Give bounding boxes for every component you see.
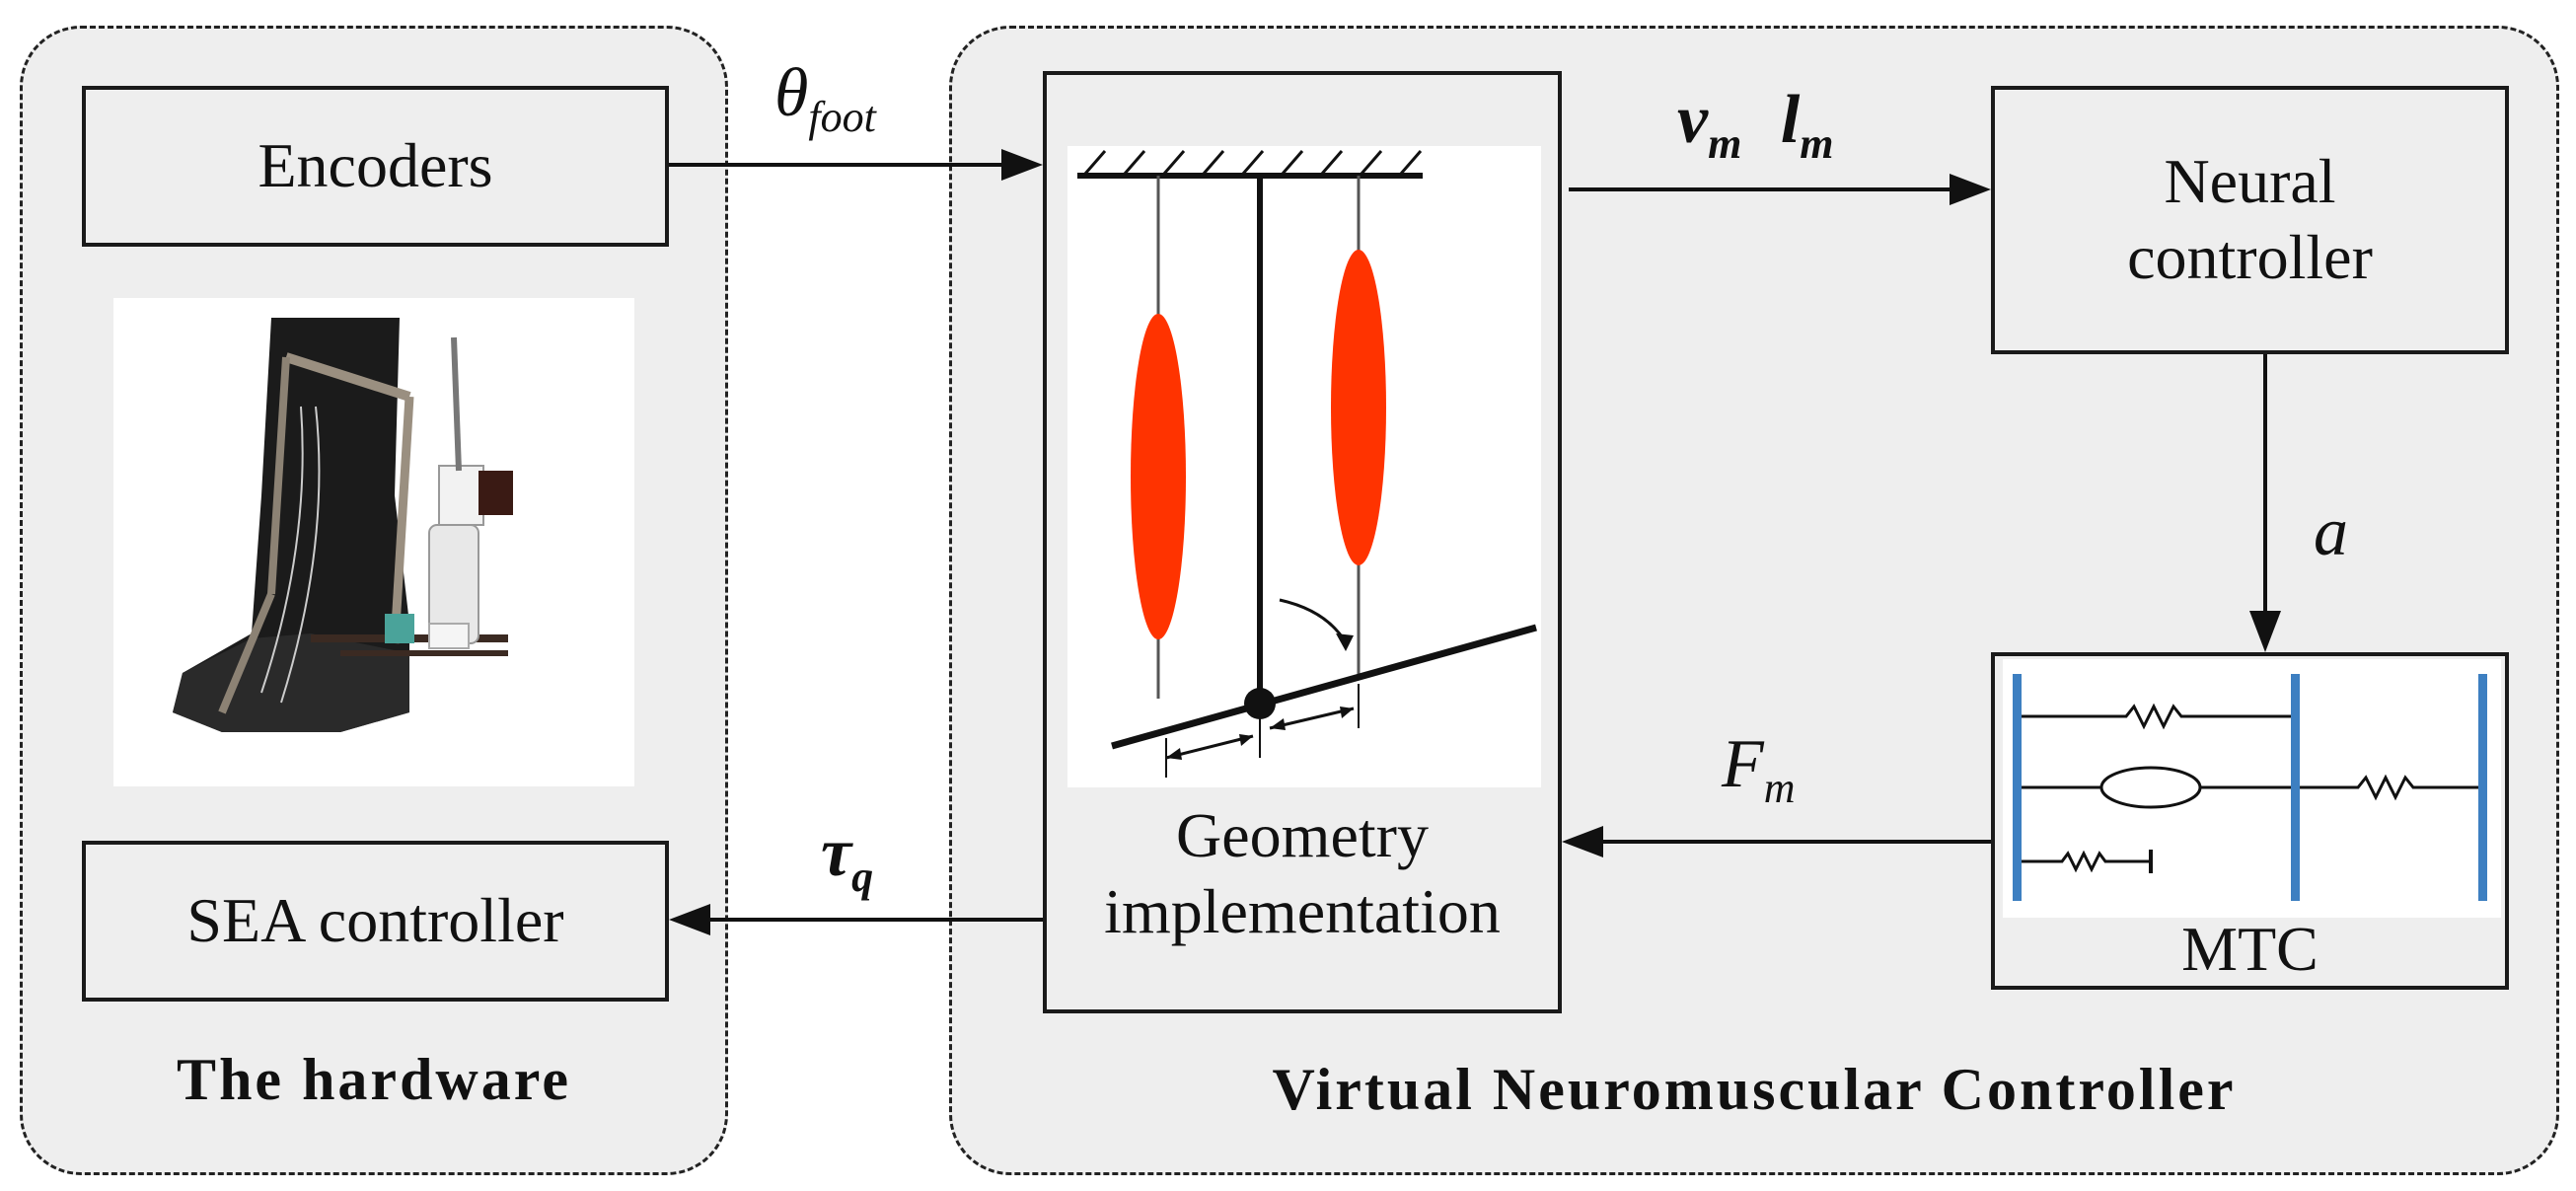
left-muscle <box>1131 314 1186 639</box>
neural-label-line1: Neural <box>2164 146 2336 217</box>
vm-lm-label: vm lm <box>1677 82 1834 168</box>
arrow-encoders-to-geometry <box>669 149 1043 181</box>
muscle-geometry-svg <box>1077 150 1537 778</box>
hardware-panel-caption: The hardware <box>177 1047 571 1112</box>
arrow-geometry-to-neural <box>1569 174 1991 205</box>
ankle-joint <box>1244 688 1276 719</box>
neural-controller-box: Neural controller <box>1991 86 2509 354</box>
mtc-label: MTC <box>2181 914 2318 985</box>
mtc-model-svg <box>2013 674 2487 901</box>
arrow-neural-to-mtc <box>2249 354 2281 652</box>
geometry-label-line1: Geometry <box>1176 800 1429 871</box>
theta-foot-label: θfoot <box>774 55 876 141</box>
ankle-exoskeleton-illustration <box>173 318 513 732</box>
right-muscle <box>1331 250 1386 565</box>
sea-controller-label: SEA controller <box>186 885 564 956</box>
encoders-box: Encoders <box>82 86 669 247</box>
arrow-geometry-to-sea <box>669 904 1043 935</box>
tau-q-label: τq <box>821 815 874 901</box>
geometry-label-line2: implementation <box>1104 876 1501 947</box>
arrow-mtc-to-geometry <box>1562 826 1991 857</box>
geometry-implementation-label: Geometry implementation <box>1104 798 1501 950</box>
muscle-geometry-illustration <box>1067 146 1541 787</box>
mtc-model-illustration <box>2003 659 2501 918</box>
activation-a-label: a <box>2314 494 2348 570</box>
ankle-exoskeleton-photo <box>113 298 634 786</box>
controller-panel-caption: Virtual Neuromuscular Controller <box>1272 1057 2237 1122</box>
sea-controller-box: SEA controller <box>82 841 669 1002</box>
encoders-label: Encoders <box>258 130 493 201</box>
neural-label-line2: controller <box>2127 222 2373 292</box>
fm-label: Fm <box>1722 726 1796 812</box>
